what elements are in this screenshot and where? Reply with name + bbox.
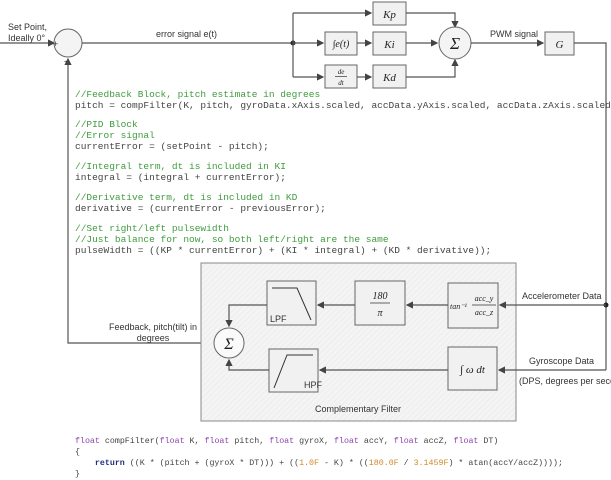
code-token: - K) * (( [319,458,369,468]
code-comment: //Just balance for now, so both left/rig… [75,234,389,245]
rad-to-deg-denominator: π [377,308,383,319]
code-token: 1.0F [299,459,319,468]
function-code-line: return ((K * (pitch + (gyroX * DT))) + (… [75,458,563,468]
setpoint-label-line1: Set Point, [8,22,47,32]
rad-to-deg-numerator: 180 [373,291,388,302]
gyroscope-units: (DPS, degrees per second) [519,376,611,386]
gyro-integral-label: ∫ ω dt [459,364,486,376]
plus-sign: + [53,39,58,49]
filter-sum-symbol: Σ [223,336,234,353]
comp-filter-function-code: float compFilter(float K, float pitch, f… [75,436,563,479]
integral-label: ∫e(t) [332,39,350,50]
code-token: float [394,436,419,446]
function-code-line: } [75,469,80,479]
code-line: pitch = compFilter(K, pitch, gyroData.xA… [75,100,611,111]
sum-symbol: Σ [449,34,460,53]
code-token: DT) [478,436,498,446]
code-token: / [399,458,414,468]
code-token: float [334,436,359,446]
code-token: 180.0F [369,459,399,468]
code-line: currentError = (setPoint - pitch); [75,141,269,152]
hpf-output-line [225,358,269,371]
derivative-denominator: dt [338,79,345,87]
code-comment: //Set right/left pulsewidth [75,223,229,234]
plant-output-line [574,42,607,370]
function-code-line: { [75,447,80,457]
code-token: return [75,459,125,468]
code-token: K, [185,437,205,446]
code-line: pulseWidth = ((KP * currentError) + (KI … [75,245,491,256]
code-comment: //Integral term, dt is included in KI [75,161,286,172]
code-token: accY, [359,437,394,446]
function-code-line: float compFilter(float K, float pitch, f… [75,436,498,446]
minus-sign: - [64,56,67,66]
code-token: 3.1459F [414,459,449,468]
atan-block [447,282,499,329]
code-line: integral = (integral + currentError); [75,172,286,183]
hpf-curve-icon [273,354,313,389]
gyro-integral-block [447,346,498,391]
lpf-label: LPF [270,314,287,324]
code-token: gyroX, [294,437,334,446]
code-token: float [160,436,185,446]
gyroscope-label: Gyroscope Data [529,356,594,366]
hpf-block [268,348,319,393]
code-token: pitch, [229,436,269,446]
setpoint-label-line2: Ideally 0° [8,33,46,43]
feedback-line [64,57,214,344]
kp-output-line [406,12,459,29]
pwm-signal-label: PWM signal [490,29,538,39]
pid-code-block: //Feedback Block, pitch estimate in degr… [75,89,611,256]
code-token: float [204,436,229,446]
kd-output-line [406,58,459,78]
code-line: derivative = (currentError - previousErr… [75,203,326,214]
lpf-curve-icon [272,287,312,321]
code-comment: //Feedback Block, pitch estimate in degr… [75,89,320,100]
derivative-numerator: de [338,68,345,76]
accelerometer-label: Accelerometer Data [522,291,602,301]
feedback-label-line2: degrees [137,333,170,343]
filter-summing-junction [213,327,245,359]
kp-label: Kp [382,9,396,21]
code-token: } [75,469,80,479]
hpf-label: HPF [304,380,323,390]
code-token: accZ, [419,437,454,446]
code-token: float [269,436,294,446]
atan-numerator: acc_y [475,294,494,303]
code-token: ) * atan(accY/accZ)))); [448,458,563,468]
code-token: compFilter( [100,436,160,446]
code-token: { [75,447,80,457]
code-comment: //PID Block [75,119,138,130]
code-comment: //Error signal [75,130,155,141]
code-token: float [75,436,100,446]
code-token: float [454,436,479,446]
error-signal-label: error signal e(t) [156,29,217,39]
feedback-label-line1: Feedback, pitch(tilt) in [109,322,197,332]
complementary-filter-title: Complementary Filter [315,404,401,414]
gain-label: G [556,39,564,51]
lpf-output-line [225,304,267,328]
atan-prefix: tan⁻¹ [450,302,467,311]
code-token: ((K * (pitch + (gyroX * DT))) + (( [125,458,299,468]
code-comment: //Derivative term, dt is included in KD [75,192,298,203]
atan-denominator: acc_z [475,308,494,317]
ki-label: Ki [383,39,394,51]
kd-label: Kd [382,72,396,84]
